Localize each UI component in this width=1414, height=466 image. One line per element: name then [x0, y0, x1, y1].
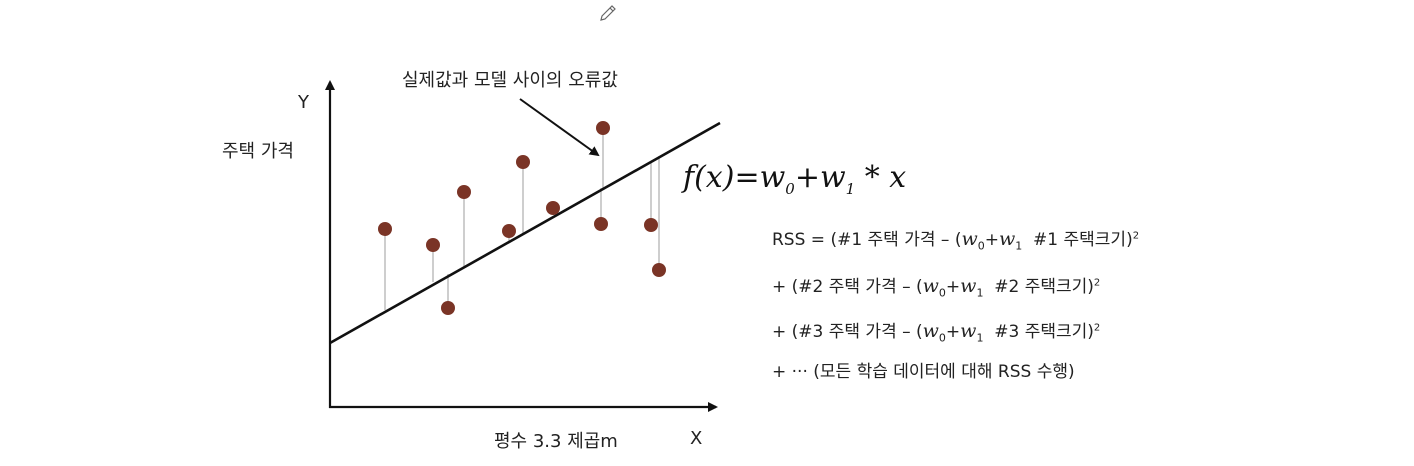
rss-suffix: #2 주택크기) — [983, 277, 1094, 297]
formula-x: x — [889, 160, 907, 195]
formula-star: * — [864, 160, 880, 195]
data-point — [441, 301, 455, 315]
rss-w0-sub: 0 — [938, 331, 946, 345]
rss-sup: 2 — [1093, 277, 1101, 289]
rss-w1-sub: 1 — [976, 331, 984, 345]
pencil-icon — [598, 3, 618, 27]
rss-line-last: + ··· (모든 학습 데이터에 대해 RSS 수행) — [772, 362, 1075, 382]
rss-suffix: #1 주택크기) — [1022, 230, 1133, 250]
formula-w0: w — [759, 160, 786, 195]
regression-line — [329, 121, 721, 345]
data-point — [516, 155, 530, 169]
rss-w1: w — [960, 320, 977, 342]
data-point — [378, 222, 392, 236]
y-axis-letter: Y — [298, 92, 309, 113]
rss-plus: + — [984, 230, 999, 250]
rss-prefix: RSS = (#1 주택 가격 – ( — [772, 230, 962, 250]
rss-sup: 2 — [1132, 230, 1140, 242]
rss-w0-sub: 0 — [938, 286, 946, 300]
formula-plus: + — [794, 160, 820, 195]
annotation-text: 실제값과 모델 사이의 오류값 — [402, 70, 618, 91]
y-axis-label: 주택 가격 — [222, 141, 294, 162]
data-point — [594, 217, 608, 231]
rss-w1: w — [998, 228, 1016, 250]
rss-plus: + — [945, 277, 961, 297]
formula-w0-sub: 0 — [785, 180, 795, 198]
rss-line-2: + (#2 주택 가격 – (w0+w1 #2 주택크기)2 — [772, 272, 1100, 299]
rss-w0: w — [961, 228, 978, 250]
data-point — [426, 238, 440, 252]
rss-line-3: + (#3 주택 가격 – (w0+w1 #3 주택크기)2 — [772, 317, 1100, 344]
data-point — [502, 224, 516, 238]
data-point — [652, 263, 666, 277]
formula-eq: = — [734, 160, 760, 195]
regression-formula: f(x)=w0+w1 * x — [683, 160, 906, 198]
formula-f: f(x) — [683, 160, 735, 195]
rss-w1-sub: 1 — [976, 286, 984, 300]
data-point — [457, 185, 471, 199]
rss-w0: w — [922, 275, 939, 297]
rss-w1-sub: 1 — [1015, 239, 1023, 253]
rss-w0-sub: 0 — [977, 239, 985, 253]
rss-sup: 2 — [1093, 322, 1101, 334]
data-point — [644, 218, 658, 232]
data-point — [596, 121, 610, 135]
annotation-arrow — [519, 98, 600, 157]
rss-line-1: RSS = (#1 주택 가격 – (w0+w1 #1 주택크기)2 — [772, 225, 1139, 252]
formula-w1: w — [819, 160, 846, 195]
formula-w1-sub: 1 — [845, 180, 856, 198]
rss-suffix: #3 주택크기) — [983, 322, 1094, 342]
rss-plus: + — [945, 322, 961, 342]
rss-prefix: + (#2 주택 가격 – ( — [772, 277, 923, 297]
data-point — [546, 201, 560, 215]
rss-w0: w — [922, 320, 939, 342]
rss-prefix: + (#3 주택 가격 – ( — [772, 322, 923, 342]
x-axis-label: 평수 3.3 제곱m — [494, 431, 618, 452]
data-points — [378, 121, 666, 315]
rss-w1: w — [960, 275, 977, 297]
x-axis-letter: X — [690, 428, 703, 449]
